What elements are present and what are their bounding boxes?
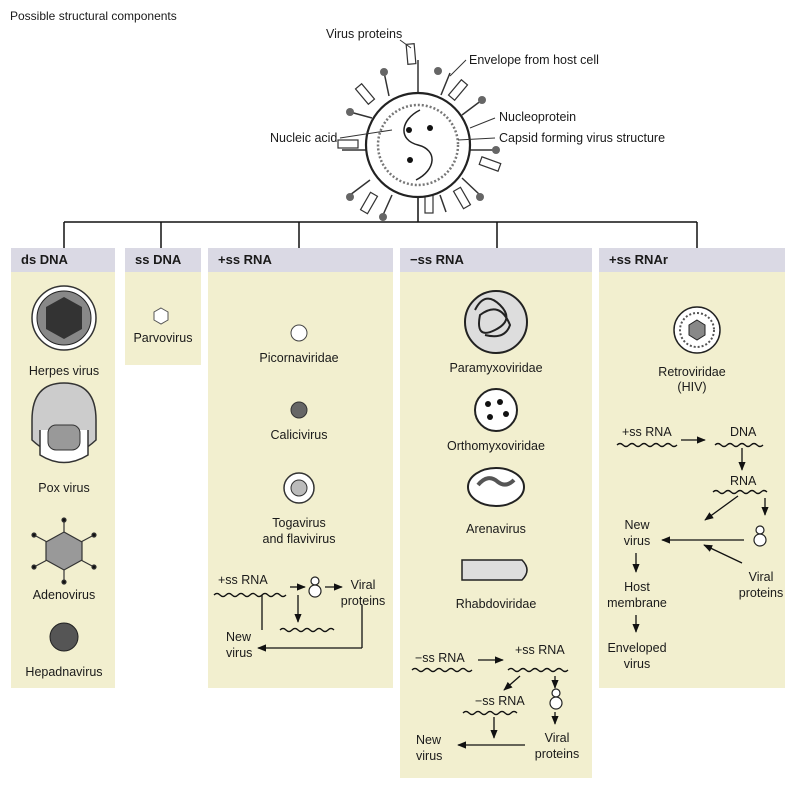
orthomyxoviridae-drawing	[474, 388, 518, 432]
flow-viral-2: Viral	[544, 731, 570, 745]
label-parvovirus: Parvovirus	[133, 331, 193, 345]
rhabdoviridae-drawing	[461, 559, 528, 581]
label-capsid: Capsid forming virus structure	[499, 131, 666, 145]
flow-new-2: New	[416, 733, 442, 747]
virus-structure-drawing	[337, 43, 502, 221]
ribosome-icon	[549, 688, 563, 710]
flow-neg-rna: −ss RNA	[415, 651, 465, 665]
flow-retro-rna: +ss RNA	[622, 425, 672, 439]
flow-virus-2: virus	[416, 749, 443, 763]
header-neg-ss-rna: −ss RNA	[400, 248, 592, 272]
tree-connectors	[63, 195, 698, 248]
flow-neg-rna-2: −ss RNA	[475, 694, 525, 708]
retro-rna-flow	[616, 436, 769, 633]
label-paramyxoviridae: Paramyxoviridae	[449, 361, 543, 375]
flow-proteins: proteins	[340, 594, 386, 608]
label-nucleoprotein: Nucleoprotein	[499, 110, 577, 124]
flow-new: New	[226, 630, 252, 644]
flow-retro-membrane: membrane	[607, 596, 667, 610]
paramyxoviridae-drawing	[464, 290, 528, 354]
label-envelope: Envelope from host cell	[469, 53, 599, 67]
diagram-title: Possible structural components	[10, 9, 177, 23]
flow-pos-rna-2: +ss RNA	[515, 643, 565, 657]
flow-retro-viral: Viral	[748, 570, 774, 584]
pox-virus-drawing	[31, 382, 97, 464]
herpes-virus-drawing	[31, 285, 97, 351]
flow-retro-dna: DNA	[730, 425, 757, 439]
flow-retro-virus: virus	[623, 534, 651, 548]
label-virus-proteins: Virus proteins	[326, 27, 403, 41]
neg-rna-flow	[411, 656, 569, 749]
flow-virus: virus	[226, 646, 253, 660]
flow-retro-rna2: RNA	[730, 474, 757, 488]
adenovirus-drawing	[31, 517, 97, 585]
retroviridae-drawing	[673, 306, 721, 354]
label-orthomyxoviridae: Orthomyxoviridae	[447, 439, 545, 453]
label-togavirus: Togavirus	[272, 516, 326, 530]
flow-retro-proteins: proteins	[738, 586, 784, 600]
label-picornaviridae: Picornaviridae	[259, 351, 339, 365]
ribosome-icon	[308, 576, 322, 598]
label-flavivirus: and flavivirus	[262, 532, 336, 546]
header-retro: +ss RNAr	[599, 248, 785, 272]
flow-pos-rna: +ss RNA	[218, 573, 268, 587]
flow-retro-host: Host	[624, 580, 650, 594]
flow-retro-new: New	[624, 518, 650, 532]
flow-retro-enveloped: Enveloped	[607, 641, 667, 655]
picornaviridae-drawing	[290, 324, 308, 342]
label-adenovirus: Adenovirus	[32, 588, 96, 602]
pos-rna-flow	[213, 583, 363, 652]
header-pos-ss-rna: +ss RNA	[208, 248, 393, 272]
parvovirus-drawing	[153, 307, 169, 325]
flow-retro-virus2: virus	[623, 657, 651, 671]
header-ds-dna: ds DNA	[11, 248, 115, 272]
label-herpes: Herpes virus	[28, 364, 100, 378]
label-hiv: (HIV)	[677, 380, 707, 394]
hepadnavirus-drawing	[49, 622, 79, 652]
togavirus-drawing	[283, 472, 315, 504]
label-hepadnavirus: Hepadnavirus	[25, 665, 103, 679]
flow-proteins-2: proteins	[534, 747, 580, 761]
label-arenavirus: Arenavirus	[466, 522, 526, 536]
label-retroviridae: Retroviridae	[658, 365, 726, 379]
header-ss-dna: ss DNA	[125, 248, 201, 272]
flow-viral: Viral	[350, 578, 376, 592]
calicivirus-drawing	[290, 401, 308, 419]
label-nucleic-acid: Nucleic acid	[270, 131, 338, 145]
label-pox: Pox virus	[38, 481, 90, 495]
label-calicivirus: Calicivirus	[270, 428, 328, 442]
label-rhabdoviridae: Rhabdoviridae	[455, 597, 537, 611]
arenavirus-drawing	[467, 467, 525, 507]
ribosome-icon	[753, 525, 767, 547]
